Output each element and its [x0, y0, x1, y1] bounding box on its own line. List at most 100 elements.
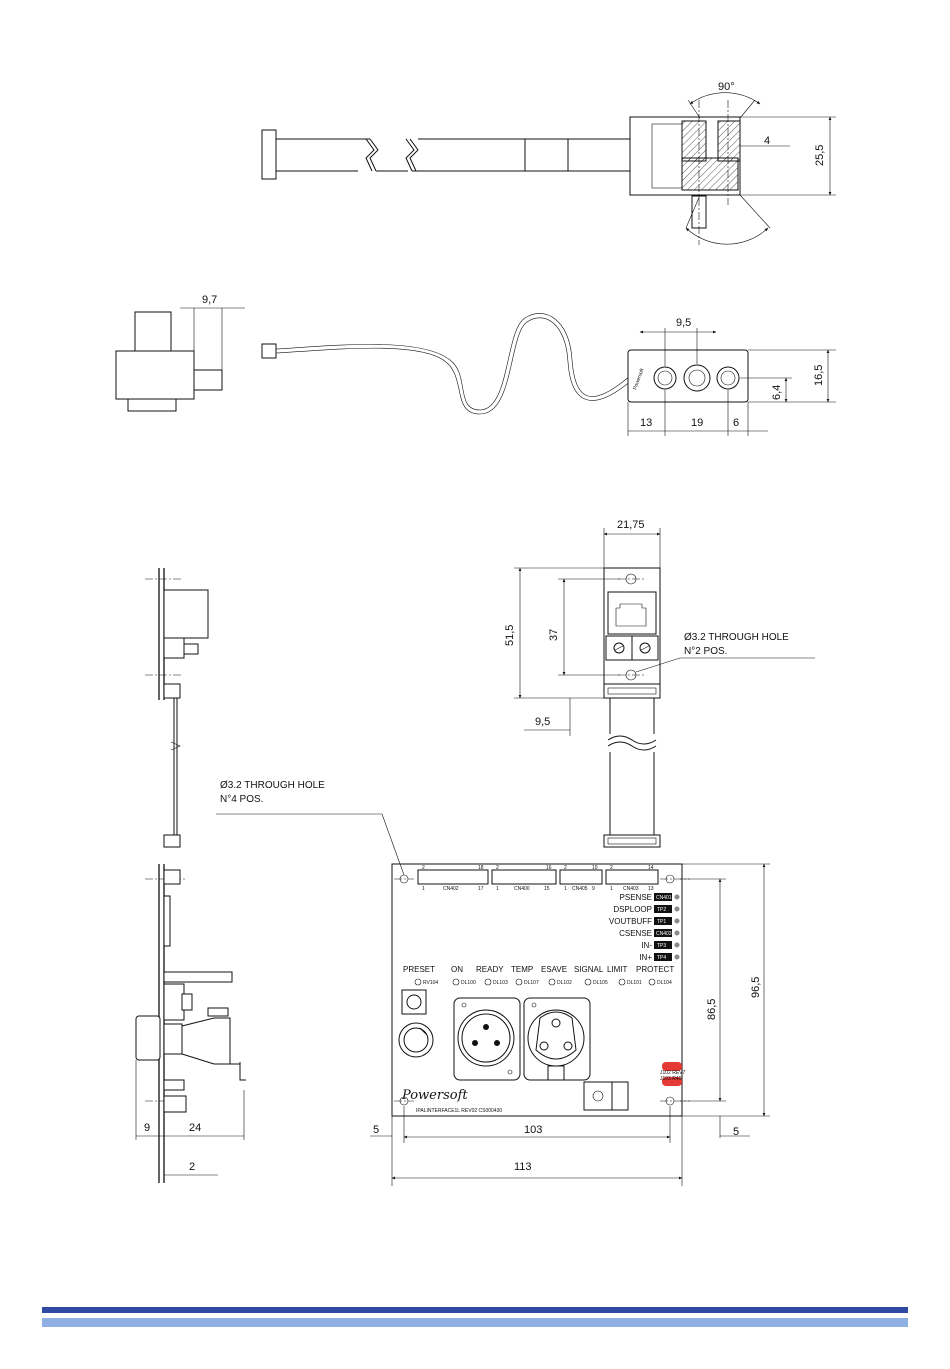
svg-text:1: 1 [422, 886, 425, 892]
dim-side-left: 9 [144, 1122, 150, 1134]
preset-pot [398, 989, 434, 1058]
led-row: PRESET ON READY TEMP ESAVE SIGNAL LIMIT … [403, 965, 674, 986]
svg-text:PSENSE: PSENSE [620, 893, 652, 902]
dim-board-left: 5 [373, 1124, 379, 1136]
svg-text:IN+: IN+ [639, 953, 652, 962]
ethernet-block [583, 1081, 629, 1111]
svg-text:ESAVE: ESAVE [541, 965, 567, 974]
svg-text:TP1: TP1 [657, 919, 666, 925]
panel-hole-note-2: N°2 POS. [684, 646, 727, 657]
svg-text:CN401: CN401 [656, 895, 672, 901]
svg-text:IN-: IN- [641, 941, 652, 950]
dim-top-slot: 4 [764, 135, 770, 147]
dim-panel-width: 21,75 [617, 519, 645, 531]
dim-hole-offset: 6,4 [771, 385, 783, 400]
dim-side-thick: 2 [189, 1161, 195, 1173]
header-cn403: 2 14 1 13 CN403 [605, 865, 659, 892]
svg-text:1: 1 [610, 886, 613, 892]
dim-plate-height: 16,5 [813, 365, 825, 386]
board-hole-note-1: Ø3.2 THROUGH HOLE [220, 780, 325, 791]
svg-text:DL102: DL102 [557, 980, 572, 986]
dim-panel-bottom: 9,5 [535, 716, 550, 728]
header-cn405: 2 10 1 9 CN405 [559, 865, 603, 892]
svg-text:CN405: CN405 [572, 886, 588, 892]
svg-text:J102 REV7: J102 REV7 [660, 1070, 686, 1076]
side-connector-view: 9,7 [115, 294, 245, 412]
svg-text:READY: READY [476, 965, 504, 974]
svg-text:2: 2 [496, 865, 499, 871]
dim-side-width: 9,7 [202, 294, 217, 306]
svg-text:J103 R40: J103 R40 [660, 1076, 682, 1082]
top-cable-view: 90° 4 25,5 [261, 81, 836, 245]
footer-band-light [42, 1318, 908, 1327]
svg-text:DL104: DL104 [657, 980, 672, 986]
svg-text:14: 14 [648, 865, 654, 871]
svg-text:DL100: DL100 [461, 980, 476, 986]
svg-text:CN400: CN400 [514, 886, 530, 892]
test-points: PSENSE DSPLOOP VOUTBUFF CSENSE IN- IN+ C… [609, 893, 680, 962]
board-front-view: 2 18 1 17 CN402 2 16 1 15 CN400 2 10 1 9 CN405… [391, 863, 690, 1117]
svg-text:CSENSE: CSENSE [619, 929, 652, 938]
panel-front-view: 21,75 51,5 37 9,5 Ø3.2 THROUGH HOLE N°2 … [504, 519, 815, 848]
svg-text:2: 2 [422, 865, 425, 871]
xlr-male [453, 997, 521, 1081]
svg-text:1: 1 [496, 886, 499, 892]
svg-text:1: 1 [564, 886, 567, 892]
svg-text:18: 18 [478, 865, 484, 871]
dim-top-height: 25,5 [814, 145, 826, 166]
svg-text:DL103: DL103 [493, 980, 508, 986]
svg-text:13: 13 [648, 886, 654, 892]
svg-text:DL101: DL101 [627, 980, 642, 986]
svg-text:VOUTBUFF: VOUTBUFF [609, 917, 652, 926]
svg-text:TP4: TP4 [657, 955, 666, 961]
jumpers: J102 REV7 J103 R40 [660, 1062, 686, 1086]
dim-plate-mid: 19 [691, 417, 703, 429]
dim-side-depth: 24 [189, 1122, 201, 1134]
svg-text:TP2: TP2 [657, 907, 666, 913]
panel-side-view [145, 568, 209, 848]
svg-text:RV104: RV104 [423, 980, 438, 986]
header-row: 2 18 1 17 CN402 2 16 1 15 CN400 2 10 1 9 CN405… [417, 865, 659, 892]
board-brand: Powersoft [401, 1088, 468, 1103]
svg-text:15: 15 [544, 886, 550, 892]
svg-text:17: 17 [478, 886, 484, 892]
xlr-female [523, 997, 591, 1081]
svg-text:2: 2 [564, 865, 567, 871]
svg-text:9: 9 [592, 886, 595, 892]
header-cn402: 2 18 1 17 CN402 [417, 865, 489, 892]
wire-and-plate-view: Powersoft 9,5 16,5 6,4 13 19 6 [261, 313, 836, 436]
dim-panel-total: 51,5 [504, 625, 516, 646]
svg-text:DL105: DL105 [593, 980, 608, 986]
dim-hole-pitch: 9,5 [676, 317, 691, 329]
board-dimensions: Ø3.2 THROUGH HOLE N°4 POS. 5 103 113 86,… [216, 780, 770, 1186]
svg-text:2: 2 [610, 865, 613, 871]
svg-text:TEMP: TEMP [511, 965, 533, 974]
dim-board-height: 96,5 [750, 977, 762, 998]
svg-text:10: 10 [592, 865, 598, 871]
dim-board-right: 5 [733, 1126, 739, 1138]
board-side-view: 9 24 2 [135, 864, 246, 1183]
svg-text:DL107: DL107 [524, 980, 539, 986]
dim-panel-holes: 37 [548, 629, 560, 641]
svg-text:CN402: CN402 [443, 886, 459, 892]
board-hole-note-2: N°4 POS. [220, 794, 263, 805]
dim-board-inner: 103 [524, 1124, 542, 1136]
dim-board-total: 113 [514, 1161, 532, 1173]
dim-plate-right: 6 [733, 417, 739, 429]
dim-plate-left: 13 [640, 417, 652, 429]
svg-text:PRESET: PRESET [403, 965, 435, 974]
svg-text:CN403: CN403 [656, 931, 672, 937]
dim-board-hole-span: 86,5 [706, 999, 718, 1020]
svg-text:16: 16 [546, 865, 552, 871]
svg-text:CN403: CN403 [623, 886, 639, 892]
svg-text:SIGNAL: SIGNAL [574, 965, 604, 974]
dim-top-angle: 90° [718, 81, 735, 93]
svg-text:DSPLOOP: DSPLOOP [613, 905, 652, 914]
header-cn400: 2 16 1 15 CN400 [491, 865, 557, 892]
svg-text:ON: ON [451, 965, 463, 974]
svg-text:PROTECT: PROTECT [636, 965, 674, 974]
panel-hole-note-1: Ø3.2 THROUGH HOLE [684, 632, 789, 643]
svg-text:TP3: TP3 [657, 943, 666, 949]
board-part: IPALINTERFACE1L REV02 CS000430 [416, 1108, 502, 1114]
